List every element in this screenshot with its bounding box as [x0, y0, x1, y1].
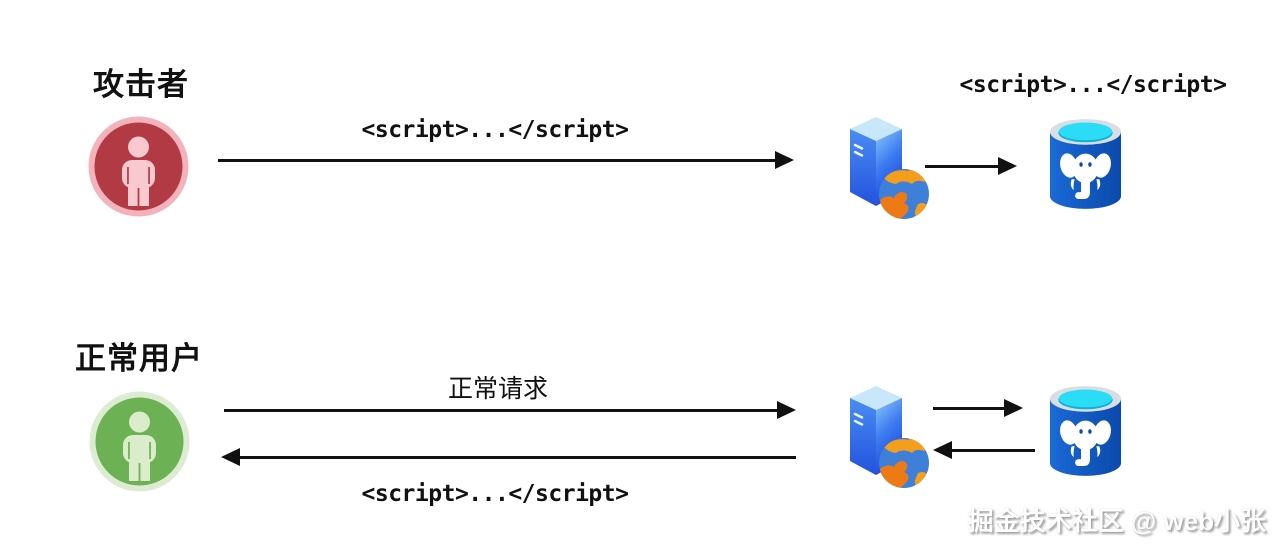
- postgresql-database-icon: [1047, 116, 1124, 212]
- normal-request-label: 正常请求: [447, 375, 548, 403]
- postgresql-database-icon: [1047, 383, 1124, 479]
- arrow-attacker-to-server: [218, 151, 794, 169]
- globe-icon: [879, 438, 929, 488]
- arrowhead-icon: [933, 441, 952, 459]
- arrowhead-icon: [1004, 399, 1023, 417]
- arrow-server-to-database: [933, 399, 1023, 417]
- user-person-icon: [89, 391, 190, 492]
- arrow-user-to-server: [224, 401, 796, 419]
- elephant-icon: [1060, 153, 1111, 200]
- web-server-icon: [841, 381, 935, 489]
- web-server-icon: [841, 112, 935, 220]
- arrow-server-to-user: [221, 448, 796, 466]
- attacker-payload-label: <script>...</script>: [361, 117, 629, 143]
- user-label: 正常用户: [75, 341, 203, 376]
- script-response-label: <script>...</script>: [361, 481, 629, 507]
- arrowhead-icon: [998, 157, 1017, 175]
- arrowhead-icon: [777, 401, 796, 419]
- arrow-server-to-database: [925, 157, 1017, 175]
- attacker-label: 攻击者: [93, 67, 189, 102]
- watermark-text: 掘金技术社区 @ web小张: [967, 506, 1266, 536]
- stored-payload-label: <script>...</script>: [959, 72, 1227, 98]
- elephant-icon: [1060, 420, 1111, 467]
- arrowhead-icon: [221, 448, 240, 466]
- attacker-person-icon: [88, 116, 189, 217]
- arrow-database-to-server: [933, 441, 1035, 459]
- arrowhead-icon: [775, 151, 794, 169]
